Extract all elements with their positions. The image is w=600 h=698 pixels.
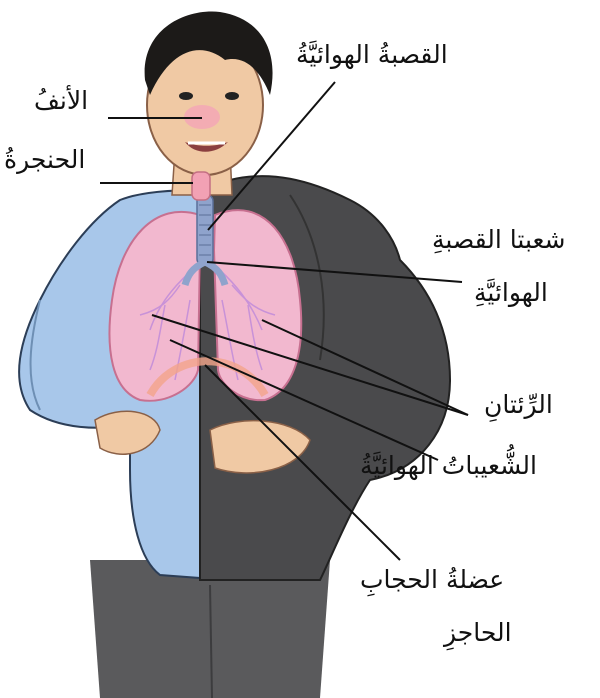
head [145, 12, 273, 175]
label-diaphragm-line-1: عضلةُ الحجابِ [360, 565, 504, 595]
larynx [192, 172, 210, 200]
label-diaphragm-line-2: الحاجزِ [444, 618, 512, 648]
label-bronchioles: الشُّعيباتُ الهوائيَّةُ [360, 451, 537, 481]
label-bronchi-line-1: شعبتا القصبةِ [432, 225, 566, 255]
label-lungs: الرِّئتانِ [484, 390, 553, 420]
label-larynx: الحنجرةُ [4, 145, 85, 175]
label-trachea: القصبةُ الهوائيَّةُ [296, 40, 448, 70]
label-bronchi-line-2: الهوائيَّةِ [474, 278, 548, 308]
label-nose: الأنفُ [34, 86, 88, 116]
